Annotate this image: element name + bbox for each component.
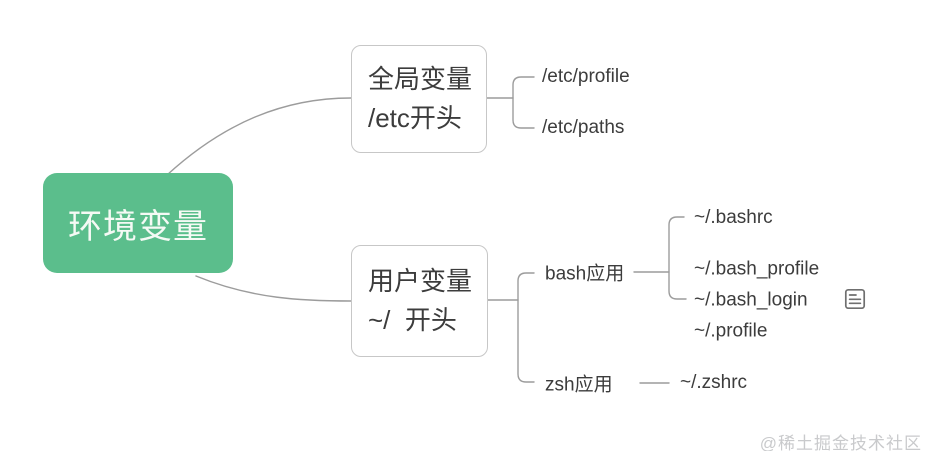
- bracket-bash-children: [668, 216, 687, 300]
- leaf-bash-profile: ~/.bash_profile: [694, 258, 820, 280]
- leaf-bashrc[interactable]: ~/.bashrc: [694, 207, 773, 228]
- connector-root-to-user: [195, 275, 352, 302]
- global-topic-line1: 全局变量: [368, 64, 473, 94]
- leaf-profile: ~/.profile: [694, 320, 768, 342]
- connector-root-to-global: [166, 97, 352, 176]
- subtopic-bash-app[interactable]: bash应用: [545, 263, 625, 285]
- leaf-bash-login: ~/.bash_login: [694, 289, 808, 311]
- branch-topic-user-vars[interactable]: 用户变量 ~/ 开头: [351, 245, 488, 357]
- leaf-etc-profile[interactable]: /etc/profile: [542, 66, 630, 87]
- root-topic-env-vars[interactable]: 环境变量: [43, 173, 233, 273]
- leaf-etc-paths[interactable]: /etc/paths: [542, 117, 625, 138]
- user-topic-line1: 用户变量: [368, 266, 473, 296]
- global-topic-line2: /etc开头: [368, 103, 462, 133]
- branch-topic-global-vars[interactable]: 全局变量 /etc开头: [351, 45, 487, 153]
- user-topic-line2: ~/ 开头: [368, 305, 457, 335]
- leaf-zshrc[interactable]: ~/.zshrc: [680, 372, 748, 393]
- subtopic-zsh-app[interactable]: zsh应用: [545, 374, 613, 396]
- bracket-user-children: [517, 272, 535, 383]
- root-topic-label: 环境变量: [68, 207, 208, 246]
- watermark-juejin: @稀土掘金技术社区: [759, 434, 922, 451]
- bracket-global-children: [512, 76, 535, 129]
- leaf-bash-profile-group[interactable]: ~/.bash_profile ~/.bash_login ~/.profile: [694, 254, 819, 347]
- note-icon[interactable]: [844, 288, 866, 310]
